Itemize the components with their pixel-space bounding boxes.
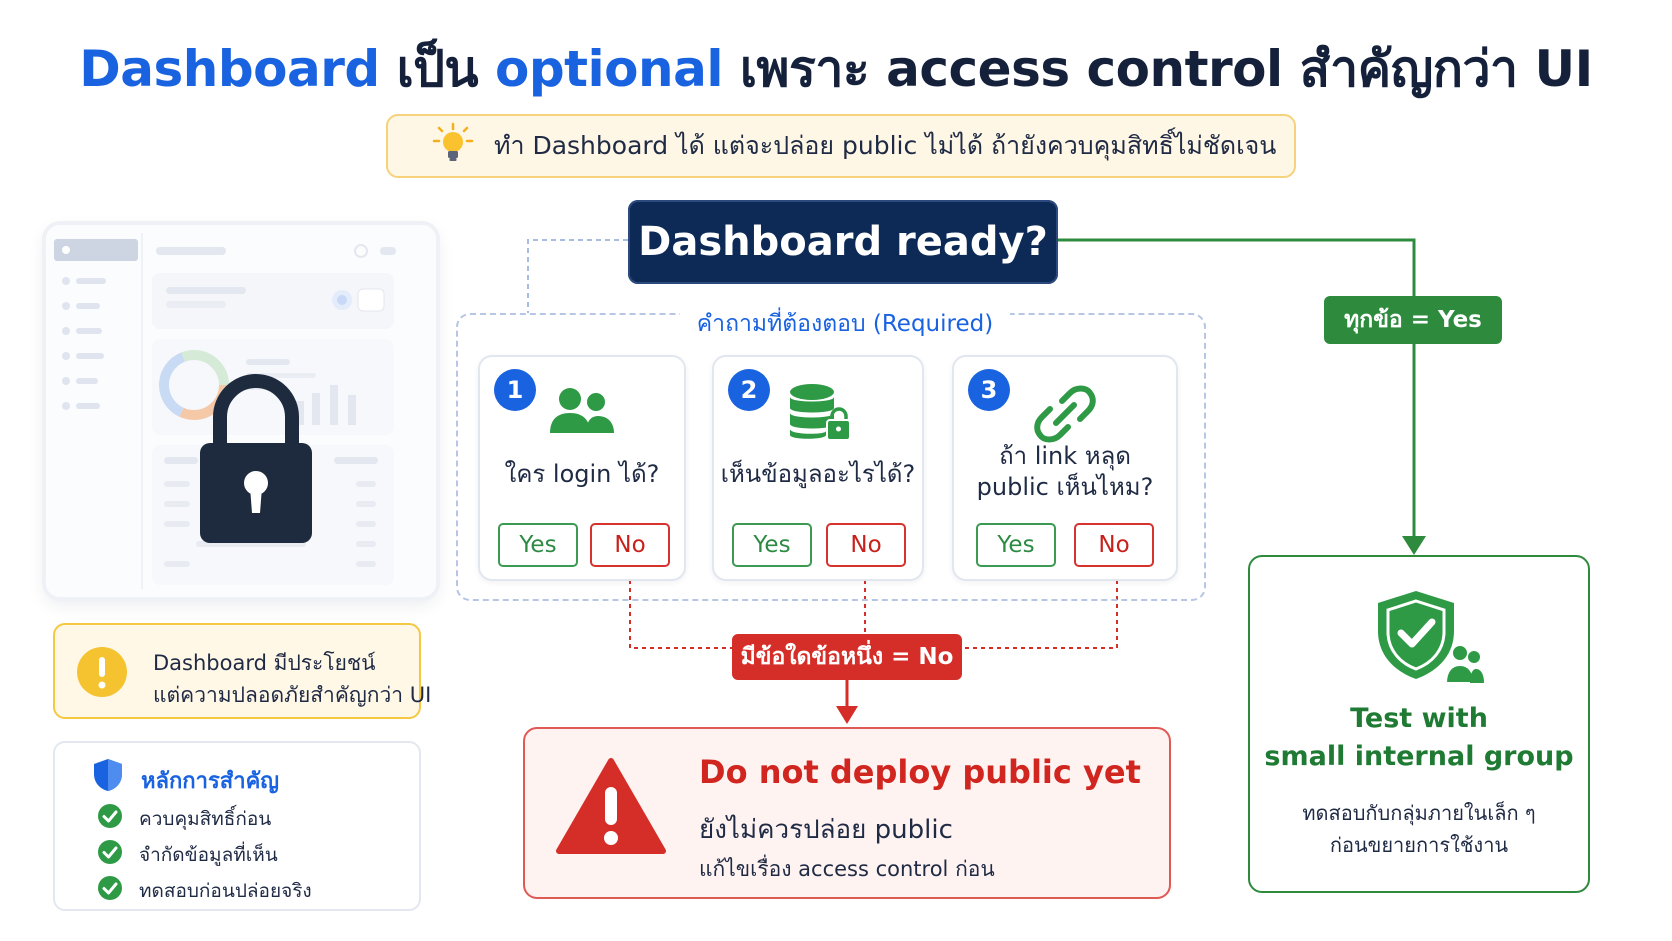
question-number: 2	[728, 369, 770, 411]
question-text: เห็นข้อมูลอะไรได้?	[720, 460, 916, 488]
tip-banner: ทำ Dashboard ได้ แต่จะปล่อย public ไม่ได…	[386, 114, 1296, 178]
check-circle-icon	[97, 839, 123, 870]
question-card-1: 1 ใคร login ได้? Yes No	[478, 355, 686, 581]
allow-heading-line-2: small internal group	[1264, 741, 1574, 772]
no-button[interactable]: No	[590, 523, 670, 567]
no-button[interactable]: No	[826, 523, 906, 567]
decision-node-dashboard-ready: Dashboard ready?	[628, 200, 1058, 284]
yes-button[interactable]: Yes	[976, 523, 1056, 567]
question-number: 1	[494, 369, 536, 411]
principle-item: ทดสอบก่อนปล่อยจริง	[97, 875, 312, 906]
any-no-label: มีข้อใดข้อหนึ่ง = No	[732, 634, 962, 680]
question-text: public เห็นไหม?	[976, 473, 1154, 501]
warning-line-1: Dashboard มีประโยชน์	[153, 651, 376, 675]
all-yes-label: ทุกข้อ = Yes	[1324, 296, 1502, 344]
deny-note: แก้ไขเรื่อง access control ก่อน	[699, 857, 995, 881]
question-text: ถ้า link หลุด	[999, 442, 1131, 470]
question-text: ใคร login ได้?	[504, 460, 660, 488]
allow-desc-line-1: ทดสอบกับกลุ่มภายในเล็ก ๆ	[1302, 801, 1536, 825]
page-title: Dashboard เป็น optional เพราะ access con…	[79, 40, 1593, 98]
locked-dashboard-illustration	[46, 225, 436, 597]
allow-desc-line-2: ก่อนขยายการใช้งาน	[1329, 833, 1509, 857]
lightbulb-icon	[428, 122, 478, 170]
mock-dashboard-image	[46, 225, 436, 597]
deny-heading: Do not deploy public yet	[699, 753, 1141, 791]
allow-heading-line-1: Test with	[1350, 703, 1488, 734]
warning-note: Dashboard มีประโยชน์ แต่ความปลอดภัยสำคัญ…	[53, 623, 431, 719]
question-number: 3	[968, 369, 1010, 411]
principles-heading: หลักการสำคัญ	[141, 769, 280, 794]
yes-button[interactable]: Yes	[498, 523, 578, 567]
no-button[interactable]: No	[1074, 523, 1154, 567]
principle-item: จำกัดข้อมูลที่เห็น	[97, 839, 278, 870]
question-card-2: 2 เห็นข้อมูลอะไรได้? Yes No	[712, 355, 924, 581]
tip-text: ทำ Dashboard ได้ แต่จะปล่อย public ไม่ได…	[494, 131, 1277, 160]
shield-icon	[91, 757, 125, 797]
question-card-3: 3 ถ้า link หลุด public เห็นไหม? Yes No	[952, 355, 1178, 581]
principles-box: หลักการสำคัญ ควบคุมสิทธิ์ก่อน จำกัดข้อมู…	[53, 741, 421, 911]
deny-subtitle: ยังไม่ควรปล่อย public	[699, 815, 953, 845]
link-icon	[1032, 383, 1098, 449]
users-icon	[546, 385, 618, 441]
shield-check-users-icon	[1374, 587, 1484, 691]
principle-item: ควบคุมสิทธิ์ก่อน	[97, 803, 271, 834]
yes-button[interactable]: Yes	[732, 523, 812, 567]
check-circle-icon	[97, 803, 123, 834]
warning-line-2: แต่ความปลอดภัยสำคัญกว่า UI	[153, 683, 432, 707]
database-lock-icon	[786, 383, 851, 447]
deny-result-box: Do not deploy public yet ยังไม่ควรปล่อย …	[523, 727, 1171, 899]
required-label: คำถามที่ต้องตอบ (Required)	[680, 306, 1010, 342]
exclamation-icon	[75, 645, 129, 703]
allow-result-box: Test with small internal group ทดสอบกับก…	[1248, 555, 1590, 893]
check-circle-icon	[97, 875, 123, 906]
warning-triangle-icon	[555, 757, 667, 861]
